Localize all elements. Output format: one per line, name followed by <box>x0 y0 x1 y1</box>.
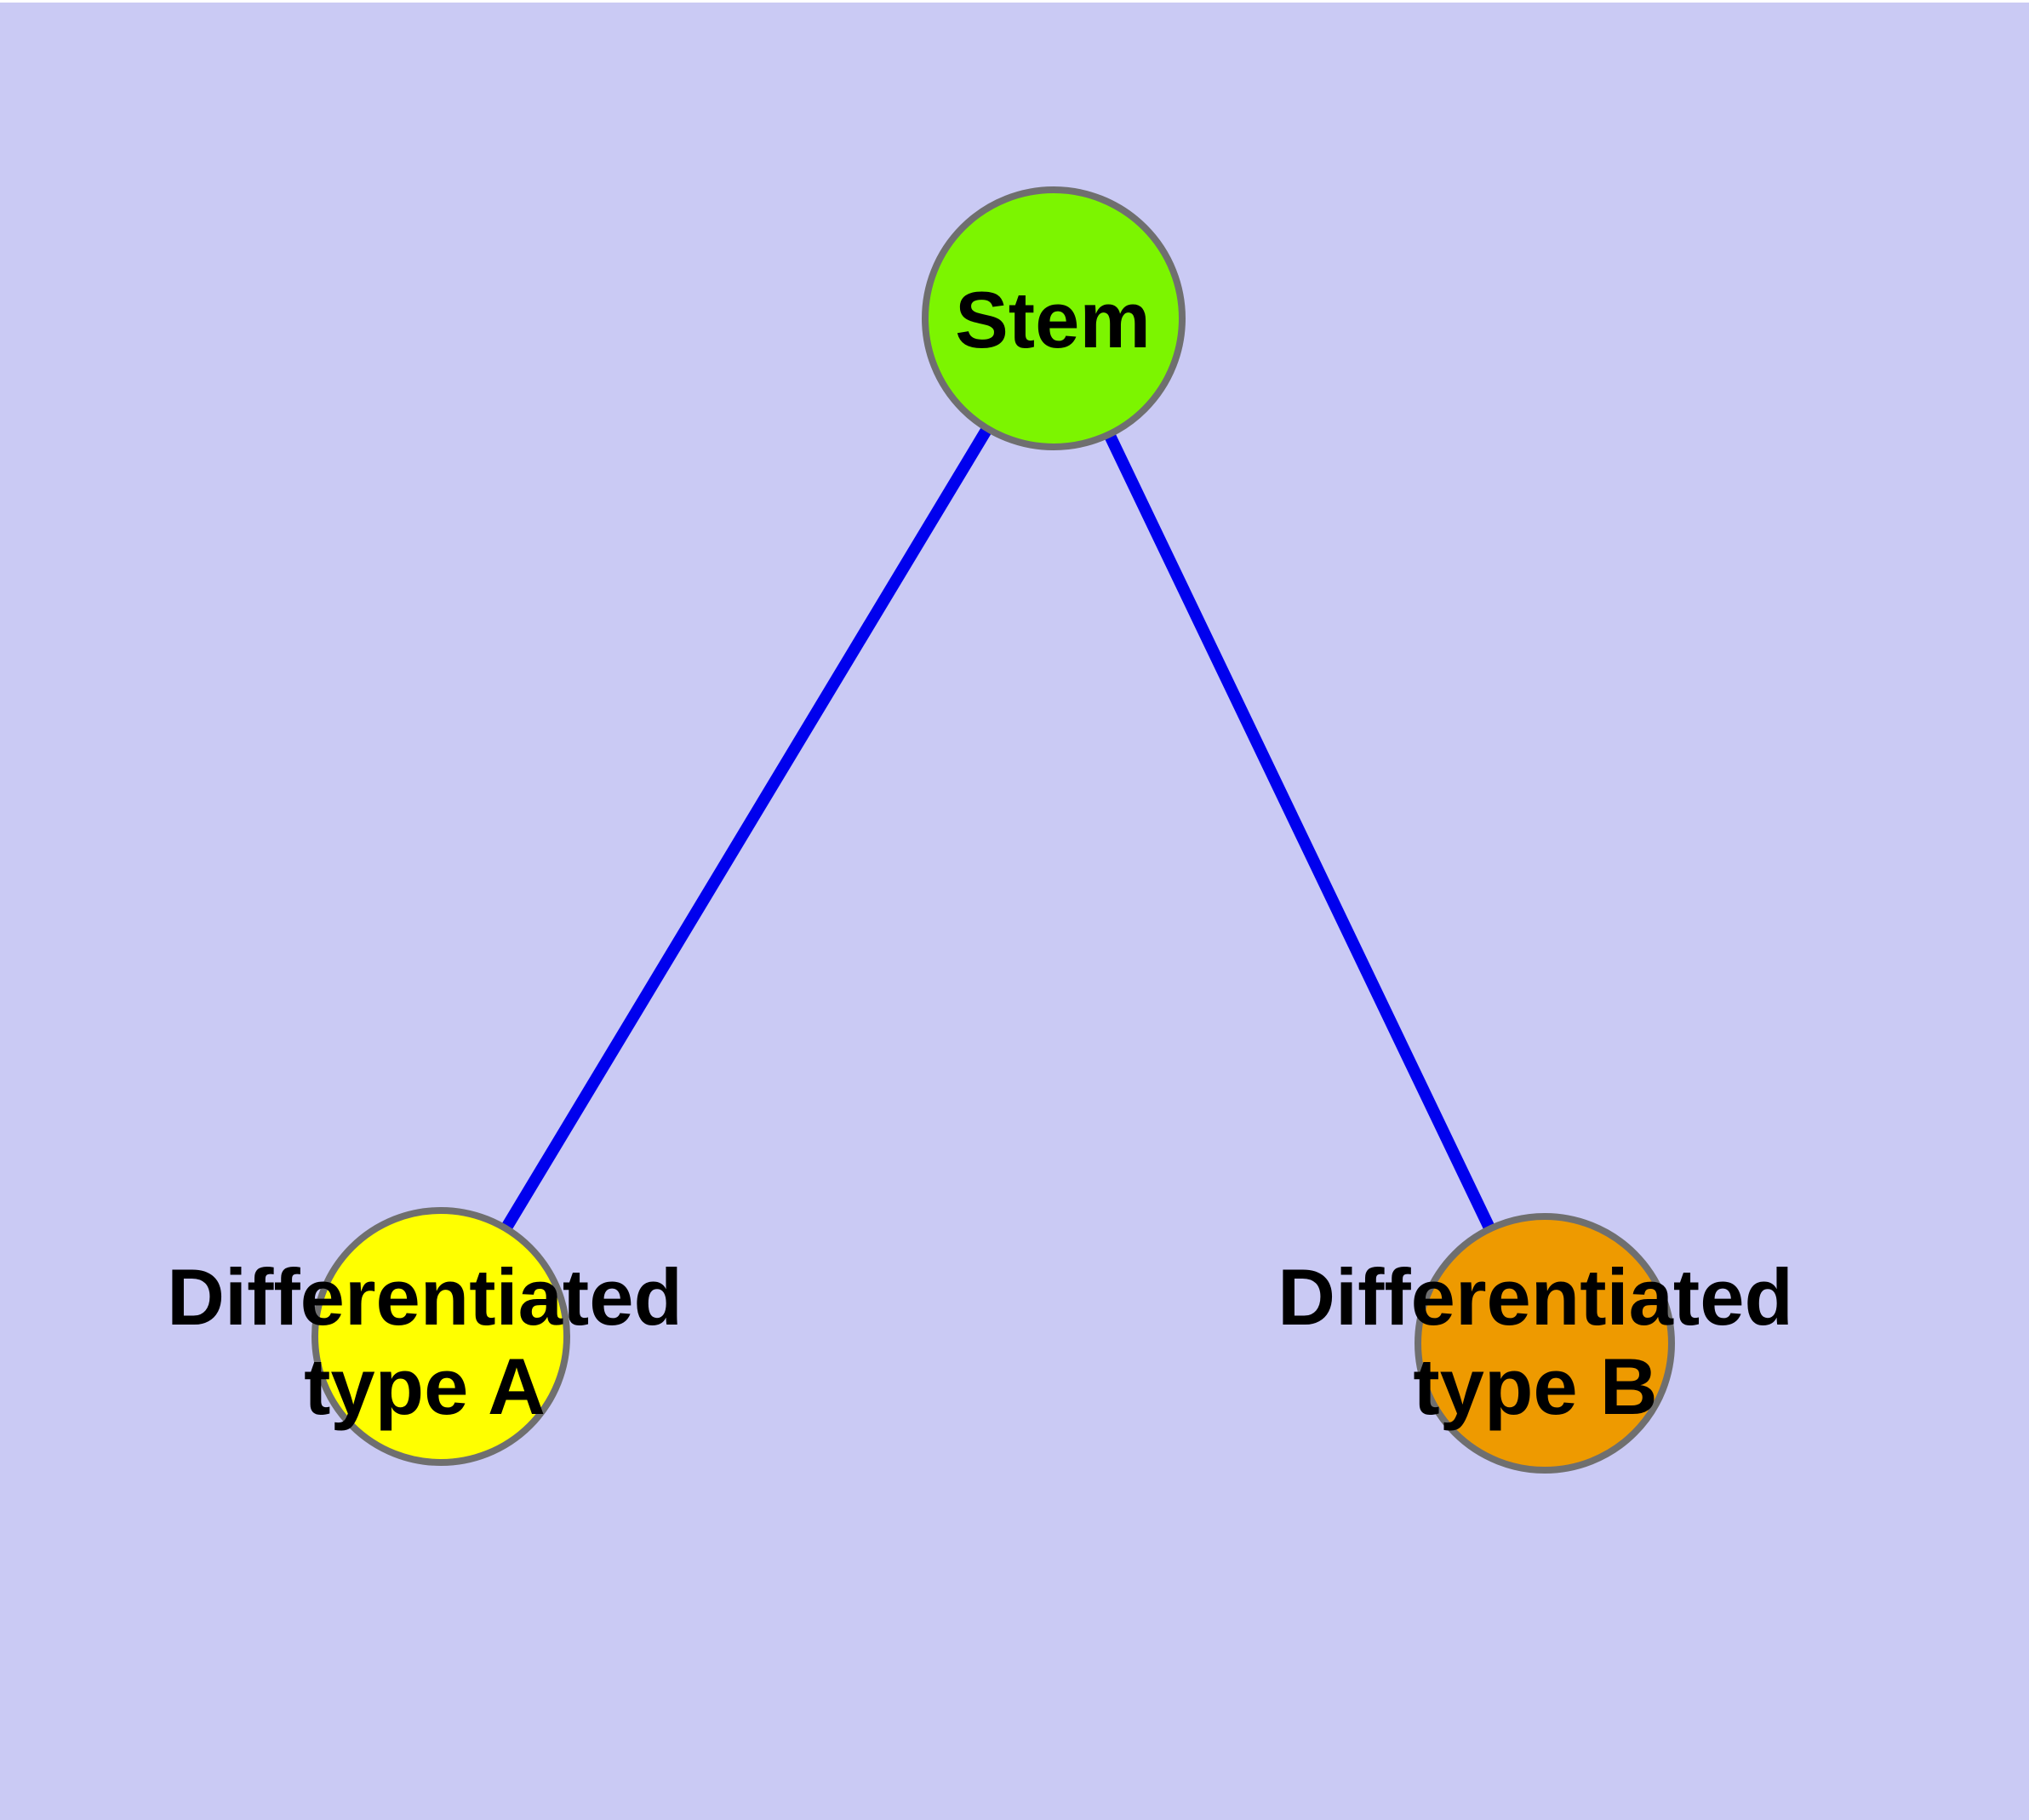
edge-stem-to-typeA <box>436 315 1059 1340</box>
node-layer <box>311 186 1675 1474</box>
top-edge-strip <box>0 0 2029 3</box>
node-type-a-label-line2: type A <box>304 1342 546 1431</box>
edge-stem-to-typeB <box>1048 315 1551 1347</box>
node-type-b-label-line2: type B <box>1413 1342 1657 1431</box>
node-differentiated-type-a <box>311 1207 570 1466</box>
node-type-b-label-line1: Differentiated <box>1277 1252 1793 1342</box>
label-layer: Stem Differentiated type A Differentiate… <box>167 275 1793 1431</box>
edge-layer <box>436 315 1551 1347</box>
node-stem-label: Stem <box>955 275 1151 364</box>
node-type-a-label-line1: Differentiated <box>167 1252 683 1342</box>
node-differentiated-type-b <box>1415 1213 1675 1474</box>
node-stem <box>922 186 1186 450</box>
